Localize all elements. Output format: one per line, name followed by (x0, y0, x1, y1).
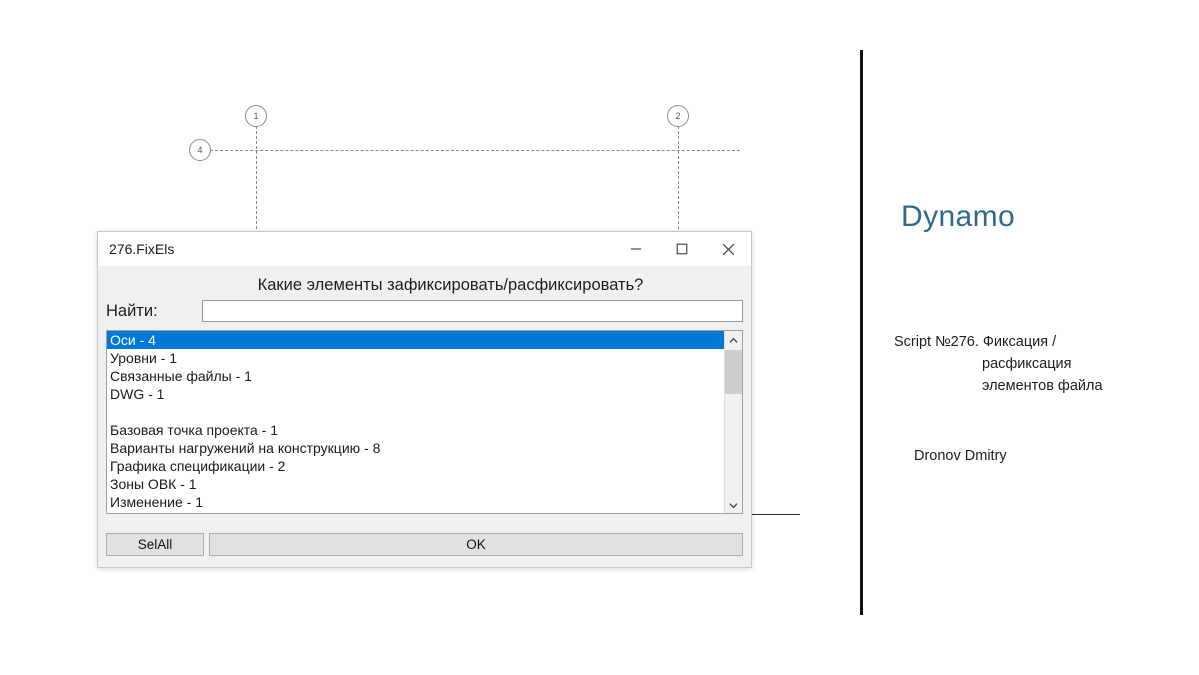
script-description: Script №276. Фиксация / расфиксация элем… (894, 331, 1184, 397)
dialog-title: 276.FixEls (109, 241, 175, 257)
dialog-body: Какие элементы зафиксировать/расфиксиров… (98, 267, 751, 567)
leader-line (752, 514, 800, 515)
close-button[interactable] (705, 232, 751, 266)
script-description-line2: расфиксация (982, 356, 1072, 373)
fixels-dialog: 276.FixEls Какие элементы зафиксировать/… (97, 231, 752, 568)
script-description-line1: Script №276. Фиксация / (894, 334, 1057, 350)
grid-bubble-1[interactable]: 1 (245, 105, 267, 127)
grid-bubble-label: 4 (197, 145, 203, 155)
scrollbar-track[interactable] (725, 348, 742, 496)
list-item[interactable] (107, 403, 724, 421)
search-input[interactable] (202, 300, 743, 322)
element-list-items[interactable]: Оси - 4 Уровни - 1 Связанные файлы - 1 D… (107, 331, 724, 513)
dialog-titlebar[interactable]: 276.FixEls (98, 232, 751, 267)
grid-line-horizontal-4 (210, 150, 740, 151)
search-row: Найти: (98, 298, 751, 322)
grid-bubble-label: 1 (253, 111, 259, 121)
minimize-button[interactable] (613, 232, 659, 266)
scrollbar-up-button[interactable] (725, 331, 742, 348)
ok-button[interactable]: OK (209, 533, 743, 556)
dialog-heading: Какие элементы зафиксировать/расфиксиров… (257, 276, 644, 294)
search-label: Найти: (106, 301, 158, 320)
author-name: Dronov Dmitry (914, 448, 1007, 464)
list-item[interactable]: Уровни - 1 (110, 350, 178, 366)
title-block: Dynamo Script №276. Фиксация / расфиксац… (870, 50, 1190, 620)
revit-drawing-canvas: 4 1 2 (189, 105, 800, 515)
scrollbar-down-button[interactable] (725, 496, 742, 513)
list-item[interactable]: Зоны ОВК - 1 (110, 476, 197, 492)
list-item[interactable]: DWG - 1 (110, 386, 165, 402)
scrollbar-thumb[interactable] (725, 350, 742, 394)
maximize-icon (676, 243, 688, 255)
dialog-button-row: SelAll OK (106, 533, 743, 556)
list-item[interactable]: Варианты нагружений на конструкцию - 8 (110, 440, 381, 456)
grid-bubble-label: 2 (675, 111, 681, 121)
list-item[interactable]: Изменение - 1 (110, 494, 203, 510)
close-icon (722, 243, 735, 256)
grid-line-vertical-1 (256, 126, 257, 234)
grid-bubble-2[interactable]: 2 (667, 105, 689, 127)
maximize-button[interactable] (659, 232, 705, 266)
select-all-button[interactable]: SelAll (106, 533, 204, 556)
list-item[interactable]: Оси - 4 (107, 331, 724, 349)
list-item[interactable]: Связанные файлы - 1 (110, 368, 252, 384)
dynamo-title: Dynamo (901, 200, 1016, 233)
list-scrollbar[interactable] (724, 331, 742, 513)
script-description-line3: элементов файла (982, 378, 1103, 395)
minimize-icon (630, 243, 642, 255)
grid-line-vertical-2 (678, 126, 679, 234)
list-item[interactable]: Графика спецификации - 2 (110, 458, 286, 474)
element-list[interactable]: Оси - 4 Уровни - 1 Связанные файлы - 1 D… (106, 330, 743, 514)
chevron-down-icon (729, 496, 738, 514)
list-item[interactable]: Базовая точка проекта - 1 (110, 422, 279, 438)
sheet-divider (860, 50, 863, 615)
grid-bubble-4[interactable]: 4 (189, 139, 211, 161)
chevron-up-icon (729, 331, 738, 349)
